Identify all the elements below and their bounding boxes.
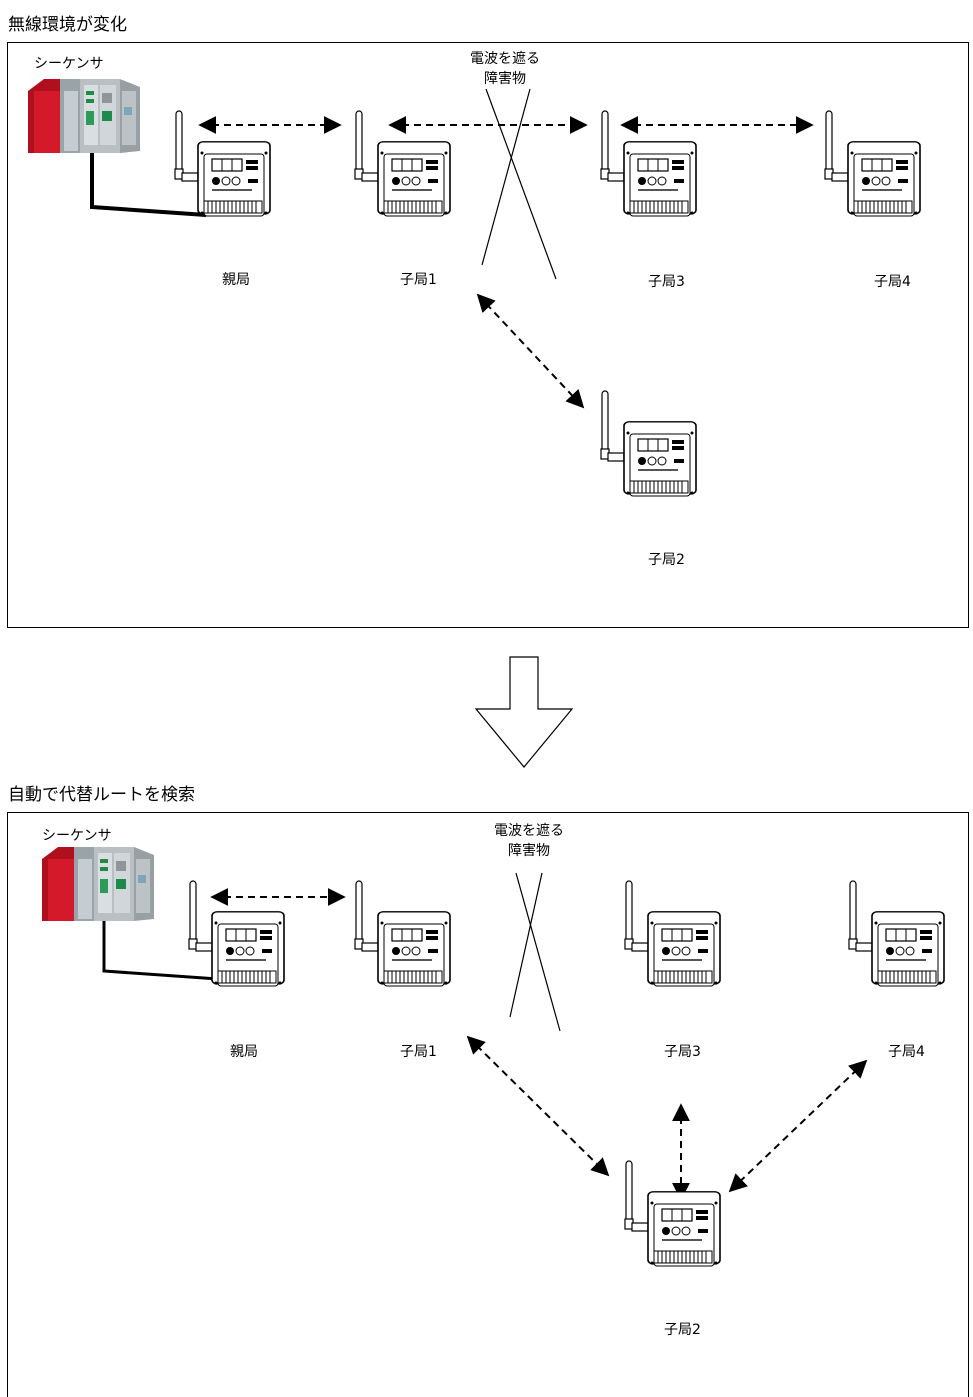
obstacle-line-a [515, 872, 561, 1032]
slave4-label: 子局4 [874, 274, 911, 290]
sequencer-label: シーケンサ [42, 828, 112, 844]
link-slave4-slave2 [728, 1059, 868, 1193]
slave2-device [594, 389, 704, 499]
obstacle-line-b [481, 88, 531, 266]
obstacle-label-line1: 電波を遮る [470, 51, 540, 67]
obstacle-line-b [509, 872, 543, 1018]
master-label: 親局 [222, 272, 250, 288]
obstacle-label-line1: 電波を遮る [494, 823, 564, 839]
panel2-links [102, 872, 868, 1201]
master-label: 親局 [230, 1044, 258, 1060]
plc-cable [90, 149, 207, 217]
slave2-label: 子局2 [664, 1322, 701, 1338]
obstacle-label: 電波を遮る 障害物 [474, 821, 584, 861]
slave3-label: 子局3 [664, 1044, 701, 1060]
slave3-label: 子局3 [648, 274, 685, 290]
obstacle-label-line2: 障害物 [508, 843, 550, 859]
slave4-device [842, 879, 952, 989]
slave4-label: 子局4 [888, 1044, 925, 1060]
slave1-label: 子局1 [400, 272, 437, 288]
plc-image [42, 845, 162, 925]
master-station-device [168, 109, 278, 219]
slave4-device [818, 109, 928, 219]
panel1-frame: シーケンサ 電波を遮る 障害物 親局 子局1 子局3 子局4 子局2 [7, 42, 969, 628]
slave1-device [348, 109, 458, 219]
slave1-device [348, 879, 458, 989]
down-arrow-icon [474, 656, 574, 768]
sequencer-label: シーケンサ [34, 56, 104, 72]
link-slave1-slave2 [476, 293, 585, 409]
slave2-device [618, 1159, 728, 1269]
slave3-device [618, 879, 728, 989]
master-station-device [182, 879, 292, 989]
slave1-label: 子局1 [400, 1044, 437, 1060]
obstacle-line-a [485, 88, 557, 280]
slave2-label: 子局2 [648, 552, 685, 568]
plc-cable [102, 919, 219, 981]
panel1-links [90, 88, 814, 409]
obstacle-label: 電波を遮る 障害物 [450, 49, 560, 89]
panel2-frame: シーケンサ 電波を遮る 障害物 親局 子局1 子局3 子局4 子局2 [7, 812, 969, 1397]
link-slave1-slave2 [466, 1035, 610, 1177]
plc-image [28, 77, 148, 157]
panel1-title: 無線環境が変化 [8, 15, 127, 35]
slave3-device [594, 109, 704, 219]
obstacle-label-line2: 障害物 [484, 71, 526, 87]
panel2-title: 自動で代替ルートを検索 [8, 785, 195, 805]
